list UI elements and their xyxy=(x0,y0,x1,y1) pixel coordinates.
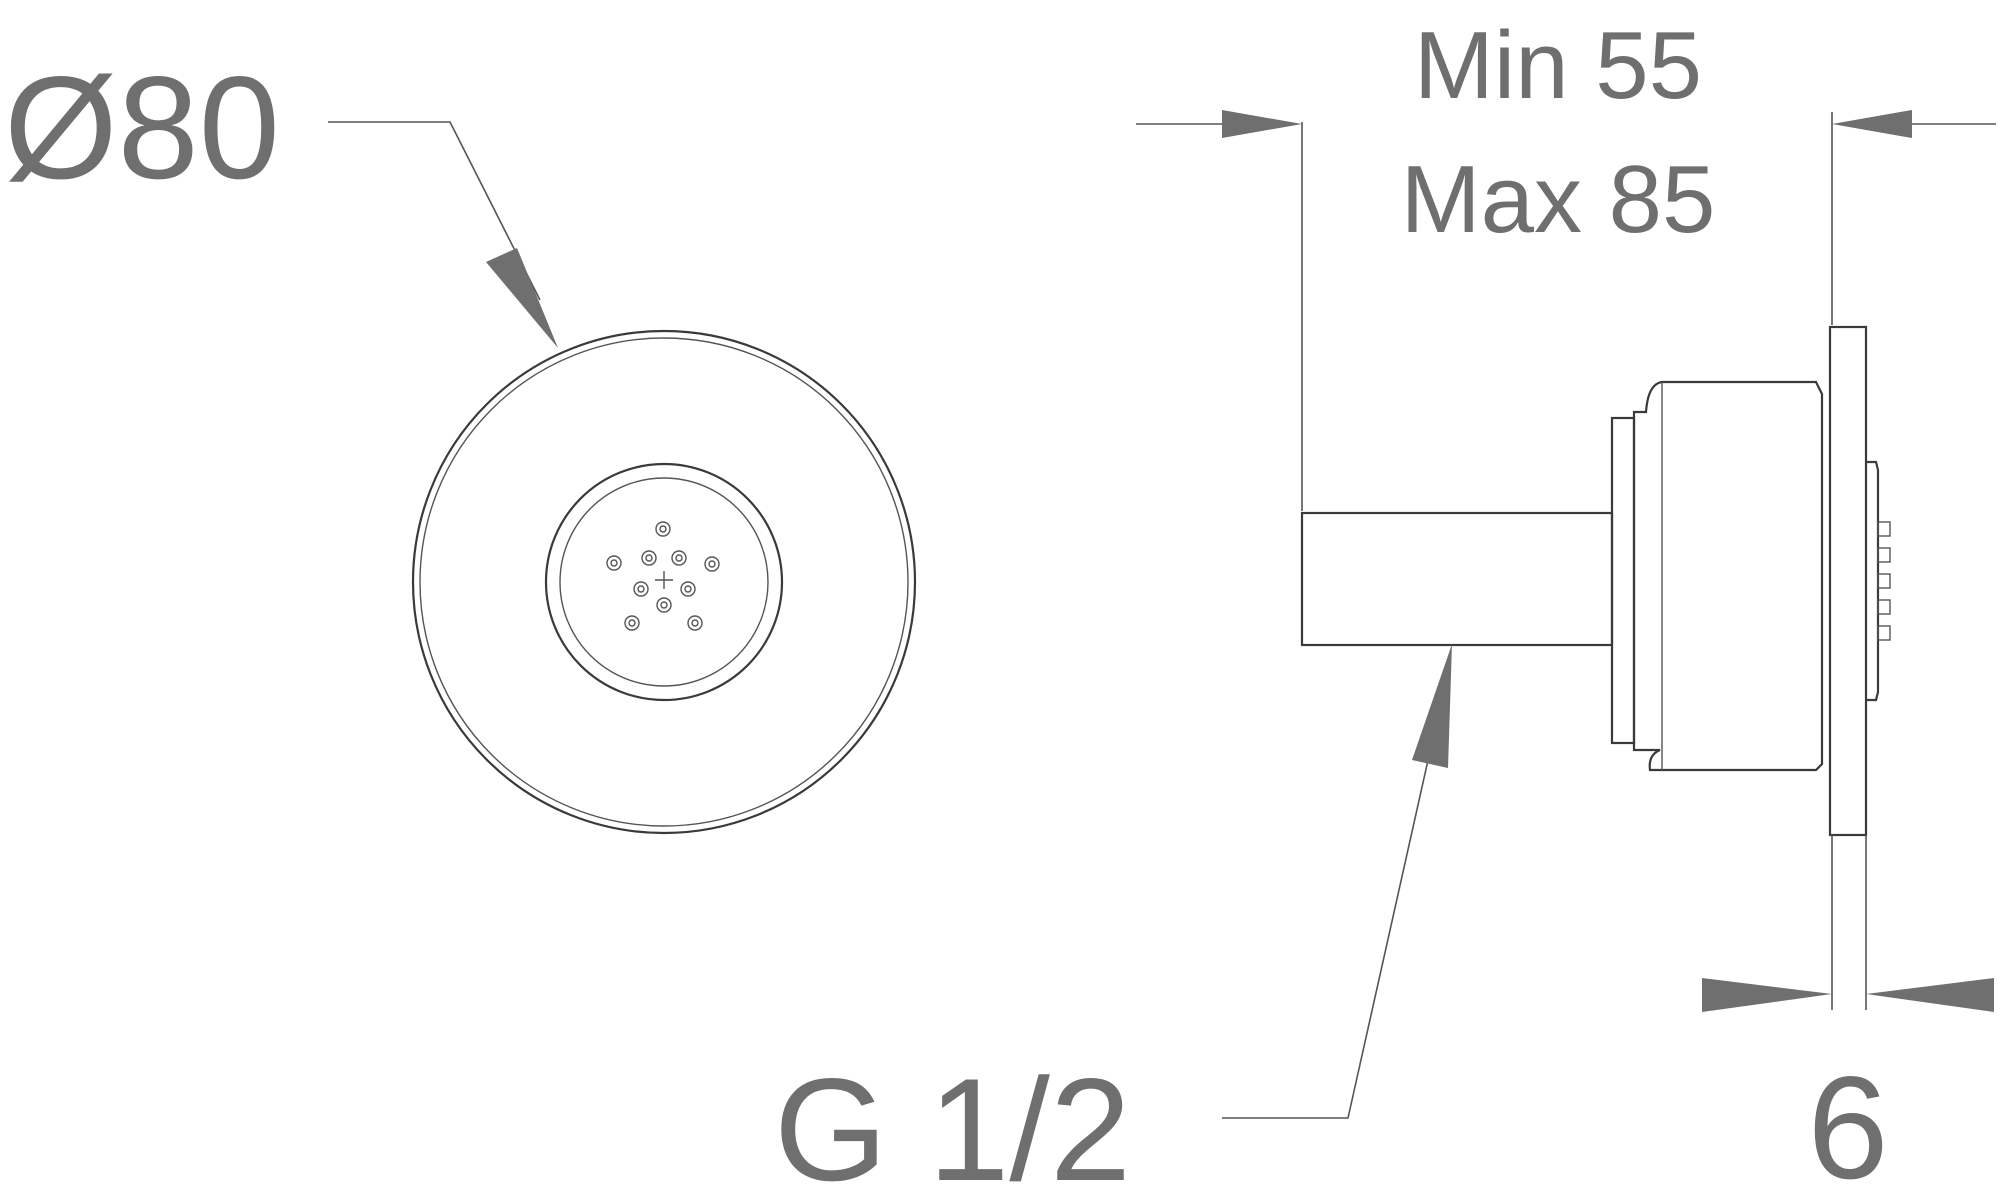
nozzle-orifice-9 xyxy=(628,619,636,627)
max-depth-label: Max 85 xyxy=(1401,146,1716,253)
nozzle-head xyxy=(1866,460,1880,702)
nozzle-orifice-1 xyxy=(659,525,667,533)
jet-head-ring xyxy=(544,462,784,702)
nozzle-orifice-2 xyxy=(610,559,618,567)
nozzle-8 xyxy=(656,597,672,613)
nozzle-3 xyxy=(641,550,657,566)
nozzle-orifice-4 xyxy=(675,554,683,562)
nozzle-7 xyxy=(680,581,696,597)
nozzle-orifice-7 xyxy=(684,585,692,593)
jet-body xyxy=(1632,380,1824,772)
nozzle-orifice-5 xyxy=(708,560,716,568)
thread-leader xyxy=(1222,644,1452,1119)
flange-thickness-dimension xyxy=(1702,835,1994,1012)
nozzle-orifice-6 xyxy=(637,585,645,593)
nozzle-orifice-3 xyxy=(645,554,653,562)
nozzle-group xyxy=(606,521,720,631)
nozzle-4 xyxy=(671,550,687,566)
diameter-leader xyxy=(328,121,558,348)
nozzle-6 xyxy=(633,581,649,597)
wall-flange xyxy=(1828,325,1868,837)
side-view xyxy=(1300,325,1891,837)
threaded-pipe xyxy=(1300,511,1614,647)
lock-ring xyxy=(1610,416,1636,745)
flange-thickness-label: 6 xyxy=(1807,1046,1888,1195)
nozzle-9 xyxy=(624,615,640,631)
nozzle-1 xyxy=(655,521,671,537)
nozzle-10 xyxy=(687,615,703,631)
thread-label: G 1/2 xyxy=(774,1048,1131,1195)
center-mark xyxy=(655,571,673,589)
jet-head-face xyxy=(559,477,769,687)
nozzle-5 xyxy=(704,556,720,572)
nozzle-orifice-8 xyxy=(660,601,668,609)
min-depth-label: Min 55 xyxy=(1414,12,1702,119)
nozzle-orifice-10 xyxy=(691,619,699,627)
outer-flange-inner-edge xyxy=(419,337,909,827)
depth-dimension xyxy=(1136,110,1996,511)
front-view xyxy=(411,329,917,835)
nozzle-2 xyxy=(606,555,622,571)
outer-flange-circle xyxy=(411,329,917,835)
diameter-label: Ø80 xyxy=(4,46,280,209)
